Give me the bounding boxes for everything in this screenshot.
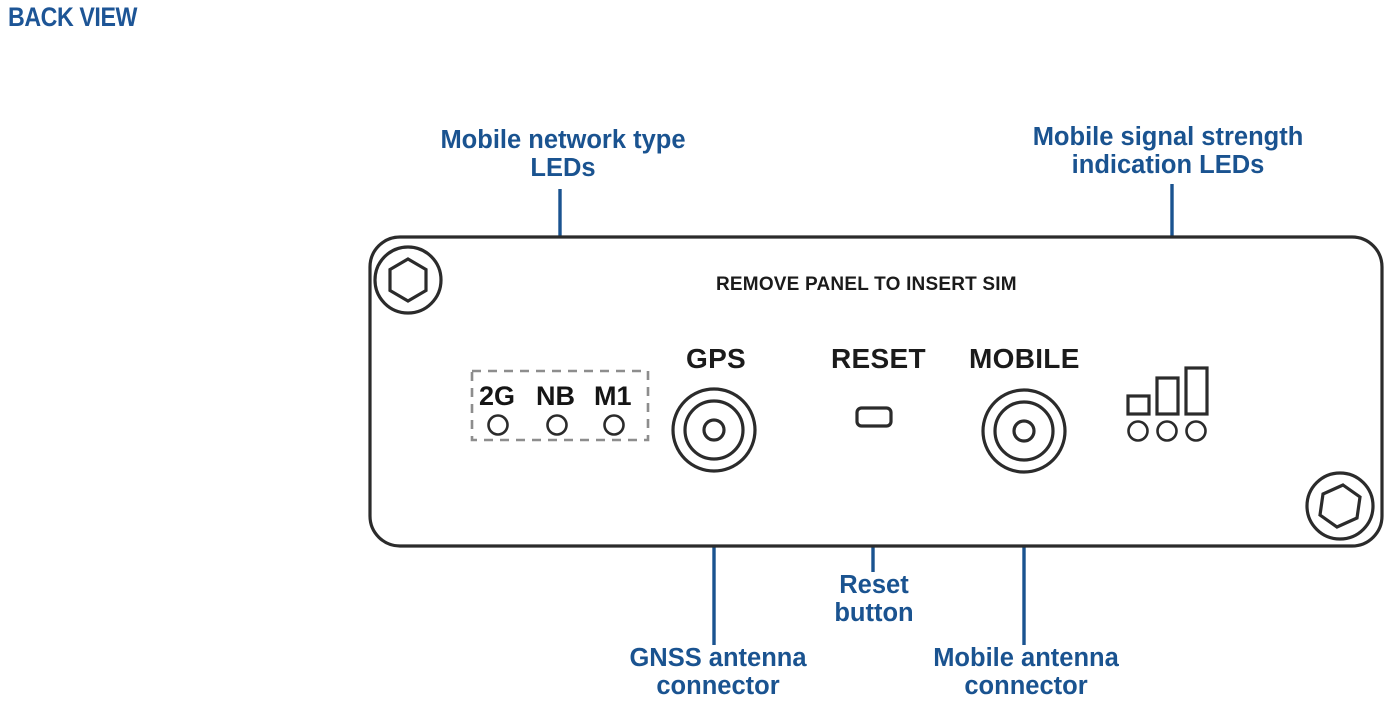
screw-bottom-right — [1305, 471, 1375, 541]
led-indicator-nb — [546, 414, 568, 436]
led-label-m1: M1 — [594, 381, 632, 411]
mobile-connector-middle-ring — [993, 400, 1055, 462]
led-indicator-2g — [487, 414, 509, 436]
mobile-antenna-connector[interactable] — [981, 388, 1067, 474]
screw-top-left — [373, 245, 443, 315]
device-panel-outline — [368, 235, 1384, 548]
network-type-led-group — [470, 369, 650, 442]
led-indicator-m1 — [603, 414, 625, 436]
callout-label-reset-button: Reset button — [834, 571, 914, 627]
page-title: BACK VIEW — [8, 2, 137, 32]
signal-bar-medium — [1155, 376, 1180, 416]
signal-led-indicator-2 — [1156, 420, 1178, 442]
led-label-nb: NB — [536, 381, 575, 411]
callout-label-signal-strength-leds: Mobile signal strength indication LEDs — [1032, 123, 1304, 179]
port-label-mobile: MOBILE — [969, 343, 1080, 374]
screw-bottom-right-hex — [1318, 483, 1362, 529]
port-label-reset: RESET — [831, 343, 926, 374]
port-label-gps: GPS — [686, 343, 747, 374]
mobile-connector-outer-ring — [981, 388, 1067, 474]
signal-led-indicator-3 — [1185, 420, 1207, 442]
network-type-led-dashed-box — [470, 369, 650, 442]
screw-top-left-hex — [388, 257, 428, 303]
gnss-connector-pin — [702, 418, 726, 442]
callout-label-gnss-antenna-connector: GNSS antenna connector — [629, 644, 807, 700]
callout-label-mobile-antenna-connector: Mobile antenna connector — [933, 644, 1119, 700]
gnss-antenna-connector[interactable] — [671, 387, 757, 473]
screw-bottom-right-ring — [1305, 471, 1375, 541]
signal-bar-high — [1184, 366, 1209, 416]
signal-led-indicator-1 — [1127, 420, 1149, 442]
screw-top-left-ring — [373, 245, 443, 315]
led-label-2g: 2G — [479, 381, 516, 411]
signal-strength-led-group — [1126, 366, 1209, 442]
mobile-connector-pin — [1012, 419, 1036, 443]
reset-button[interactable] — [855, 406, 893, 428]
signal-bar-low — [1126, 394, 1151, 416]
gnss-connector-middle-ring — [683, 399, 745, 461]
gnss-connector-outer-ring — [671, 387, 757, 473]
callout-label-network-type-leds: Mobile network type LEDs — [440, 126, 686, 182]
sim-insert-notice: REMOVE PANEL TO INSERT SIM — [716, 274, 1017, 295]
